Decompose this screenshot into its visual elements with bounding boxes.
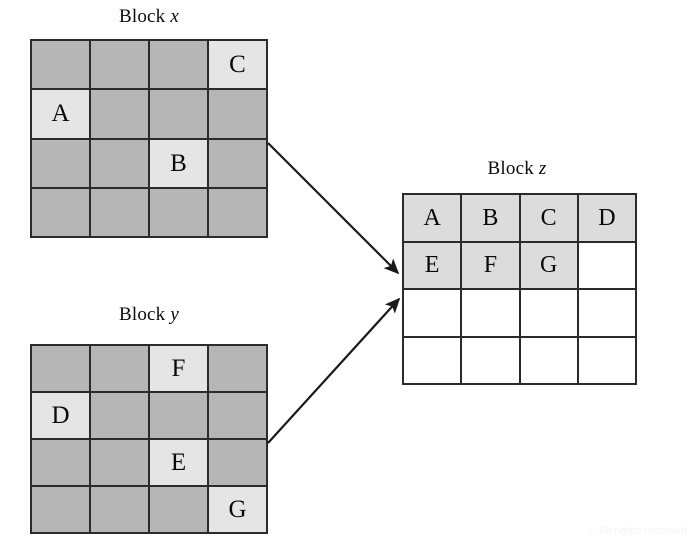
block-z-cell-r3c2 [462, 290, 519, 336]
block-y-cell-r3c4 [209, 440, 266, 485]
block-x-cell-r3c4 [209, 139, 266, 187]
block-z-cell-r3c1 [404, 290, 461, 336]
block-z-cell-r4c3 [520, 337, 577, 383]
block-x-cell-r4c1 [32, 188, 89, 236]
watermark-text: © All rights reserved [588, 525, 687, 537]
block-y-cell-r4c3 [150, 487, 207, 532]
block-y-cell-r3c1 [32, 440, 89, 485]
block-y-cell-r4c1 [32, 487, 89, 532]
block-x-title-variable: x [170, 6, 179, 27]
block-z-title: Block z [372, 158, 662, 180]
block-z-title-variable: z [538, 158, 547, 179]
block-x-cell-r2c3 [150, 90, 207, 138]
block-z-cell-r3c3 [520, 290, 577, 336]
block-z-cell-r2c3: G [520, 242, 577, 288]
block-x-cell-r4c2 [91, 188, 148, 236]
block-x-grid: C A B [30, 39, 268, 238]
block-x-title: Block x [0, 6, 298, 28]
block-x-cell-r2c1: A [32, 90, 89, 138]
block-x-cell-r4c3 [150, 188, 207, 236]
block-y-title-variable: y [170, 304, 179, 325]
block-z-cell-r1c4: D [578, 195, 635, 241]
block-z-cell-r2c1: E [404, 242, 461, 288]
block-x-cell-r3c3: B [150, 139, 207, 187]
block-y-cell-r4c2 [91, 487, 148, 532]
block-x-cell-r3c1 [32, 139, 89, 187]
block-y-cell-r2c2 [91, 393, 148, 438]
block-y-cell-r1c2 [91, 346, 148, 391]
block-x-cell-r3c2 [91, 139, 148, 187]
block-z-cell-r1c3: C [520, 195, 577, 241]
block-z-cell-r2c2: F [462, 242, 519, 288]
block-z-cell-r4c1 [404, 337, 461, 383]
block-x-cell-r2c2 [91, 90, 148, 138]
block-y-cell-r2c3 [150, 393, 207, 438]
block-x-cell-r4c4 [209, 188, 266, 236]
block-y-cell-r4c4: G [209, 487, 266, 532]
block-x-cell-r1c1 [32, 41, 89, 89]
block-y-title-prefix: Block [119, 304, 171, 325]
block-x: Block x C A B [0, 0, 298, 250]
block-z-cell-r1c2: B [462, 195, 519, 241]
block-z-cell-r4c4 [578, 337, 635, 383]
block-y-cell-r1c4 [209, 346, 266, 391]
block-x-title-prefix: Block [119, 6, 171, 27]
block-z-cell-r1c1: A [404, 195, 461, 241]
block-y-cell-r2c4 [209, 393, 266, 438]
block-z-cell-r2c4 [578, 242, 635, 288]
block-y-cell-r2c1: D [32, 393, 89, 438]
block-y-cell-r1c1 [32, 346, 89, 391]
block-z-cell-r4c2 [462, 337, 519, 383]
block-y-cell-r3c3: E [150, 440, 207, 485]
block-y-cell-r3c2 [91, 440, 148, 485]
block-x-cell-r2c4 [209, 90, 266, 138]
block-y-title: Block y [0, 304, 298, 326]
block-x-cell-r1c2 [91, 41, 148, 89]
block-x-cell-r1c4: C [209, 41, 266, 89]
block-z-cell-r3c4 [578, 290, 635, 336]
block-x-cell-r1c3 [150, 41, 207, 89]
block-z-title-prefix: Block [487, 158, 539, 179]
block-y-cell-r1c3: F [150, 346, 207, 391]
